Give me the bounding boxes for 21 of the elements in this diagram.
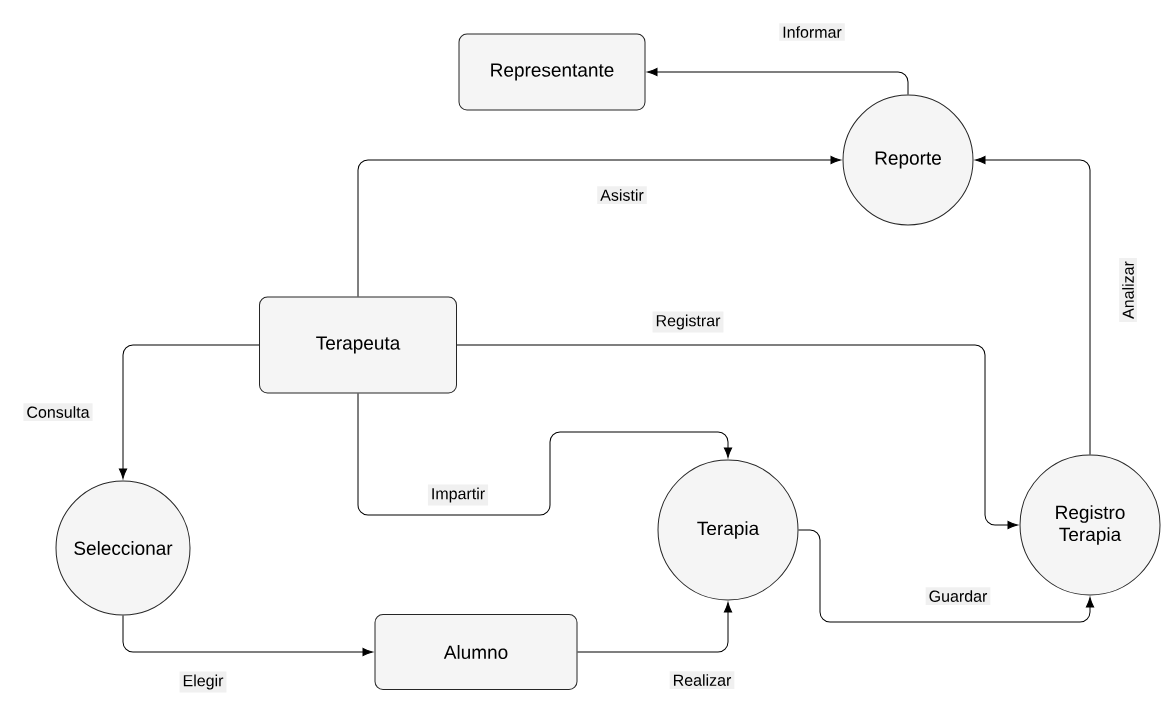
arrow [975,155,1091,455]
edge-label: Registrar [652,311,724,333]
arrow [798,529,1095,623]
edge-label: Impartir [427,484,489,506]
arrow [357,393,733,516]
edge-label: Informar [779,23,845,41]
edge-label: Analizar [1119,258,1137,322]
entity-box: Representante [458,33,646,111]
edge-label: Guardar [925,587,991,605]
edge-label: Realizar [669,671,735,689]
arrow [577,602,733,653]
arrow [647,67,909,95]
arrow [357,155,841,297]
entity-box: Terapeuta [259,296,457,394]
edge-label: Asistir [597,186,647,204]
arrow [118,344,260,479]
arrow [456,344,1018,530]
arrow [122,615,373,657]
entity-box: Alumno [374,614,578,690]
edge-label: Consulta [23,403,93,421]
edge-label: Elegir [179,671,227,693]
